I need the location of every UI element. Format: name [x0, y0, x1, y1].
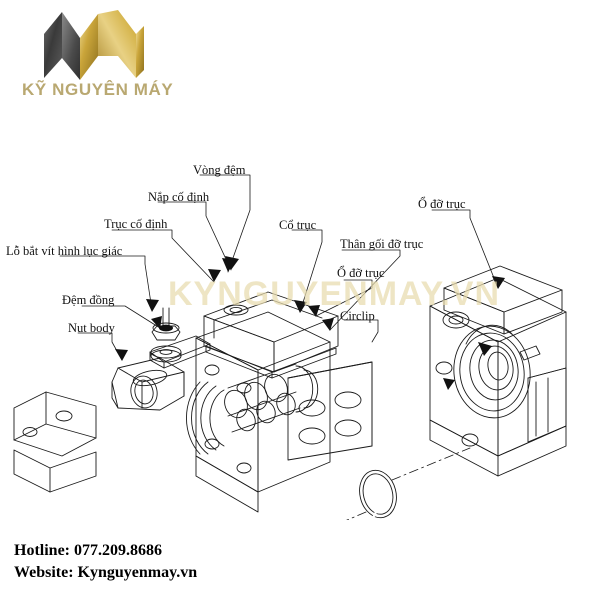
callout-nap-co-dinh: Nắp cố định: [148, 190, 210, 204]
callout-co-truc: Cổ trục: [279, 218, 317, 232]
logo-wordmark: KỸ NGUYÊN MÁY: [22, 80, 174, 99]
callout-o-do-truc-middle: Ổ đỡ trục: [337, 266, 385, 280]
callout-than-goi-do-truc: Thân gối đỡ trục: [340, 237, 424, 251]
contact-footer: Hotline: 077.209.8686 Website: Kynguyenm…: [14, 540, 197, 583]
callout-circlip: Circlip: [340, 309, 375, 323]
letter-m-logo-icon: [44, 10, 144, 80]
callout-lo-bat-vit: Lỗ bắt vít hình lục giác: [6, 244, 123, 258]
copper-washer-part: [150, 307, 182, 363]
hotline-text: Hotline: 077.209.8686: [14, 542, 162, 559]
callout-nut-body: Nut body: [68, 321, 115, 335]
leader-lines: [59, 174, 499, 361]
website-text: Website: Kynguyenmay.vn: [14, 563, 198, 581]
callout-truc-co-dinh: Trục cố định: [104, 217, 168, 231]
callout-dem-dong: Đệm đồng: [62, 293, 115, 307]
company-logo: KỸ NGUYÊN MÁY: [22, 8, 174, 108]
nut-body-part: [111, 357, 185, 411]
technical-drawing: [13, 174, 567, 520]
leader-arrowheads: [115, 256, 505, 361]
right-housing-assembly: [429, 265, 567, 477]
center-bearing-assembly: [149, 291, 373, 513]
left-bracket-part: [13, 391, 97, 493]
roller-elements: [224, 363, 301, 433]
callout-o-do-truc-right: Ổ đỡ trục: [418, 197, 466, 211]
callout-vong-dem: Vòng đệm: [193, 163, 246, 177]
circlip-part: [359, 469, 397, 519]
